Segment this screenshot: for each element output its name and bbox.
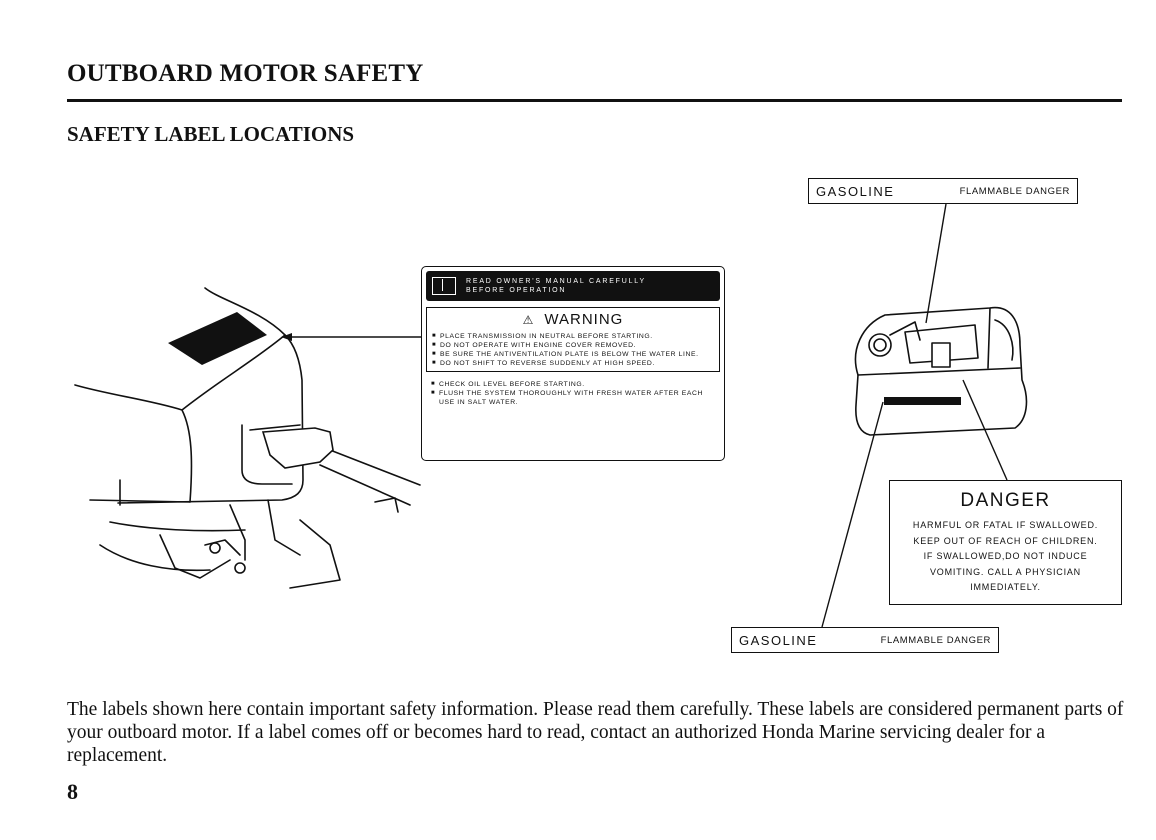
- warning-label-top-line: READ OWNER'S MANUAL CAREFULLY: [466, 278, 646, 285]
- section-title: SAFETY LABEL LOCATIONS: [67, 122, 355, 146]
- warning-label-item: BE SURE THE ANTIVENTILATION PLATE IS BEL…: [432, 350, 714, 359]
- danger-label-line: KEEP OUT OF REACH OF CHILDREN.: [913, 535, 1098, 546]
- page-number: 8: [67, 779, 78, 804]
- warning-label-item: PLACE TRANSMISSION IN NEUTRAL BEFORE STA…: [432, 332, 714, 341]
- page-title: OUTBOARD MOTOR SAFETY: [67, 60, 424, 87]
- warning-label-extra-item: CHECK OIL LEVEL BEFORE STARTING.: [431, 380, 715, 389]
- title-divider: [67, 99, 1122, 102]
- danger-label-line: HARMFUL OR FATAL IF SWALLOWED.: [912, 520, 1099, 530]
- danger-label-line: VOMITING. CALL A PHYSICIAN: [929, 566, 1081, 577]
- warning-triangle-icon: ⚠: [522, 313, 535, 327]
- gasoline-label-marker: [884, 397, 961, 405]
- gasoline-label-top: GASOLINE FLAMMABLE DANGER: [808, 178, 1078, 204]
- gasoline-label-title: GASOLINE: [739, 632, 818, 648]
- warning-label-item: DO NOT SHIFT TO REVERSE SUDDENLY AT HIGH…: [432, 359, 714, 368]
- owners-manual-icon: [432, 277, 456, 295]
- gasoline-label-bottom: GASOLINE FLAMMABLE DANGER: [731, 627, 999, 653]
- tiller-grip: [261, 427, 334, 469]
- gasoline-label-title: GASOLINE: [816, 183, 895, 199]
- danger-label-line: IF SWALLOWED,DO NOT INDUCE: [923, 551, 1088, 561]
- warning-label-heading: ⚠ WARNING: [432, 311, 714, 328]
- danger-label-heading: DANGER: [960, 490, 1051, 511]
- warning-label-location-marker: [168, 312, 267, 365]
- outboard-motor-drawing: [74, 287, 421, 589]
- pointer-arrowhead: [281, 333, 292, 341]
- body-paragraph: The labels shown here contain important …: [67, 699, 1124, 766]
- warning-label-heading-text: WARNING: [544, 311, 624, 328]
- fuel-tank-drawing: [854, 306, 1028, 436]
- warning-label-extra-item: FLUSH THE SYSTEM THOROUGHLY WITH FRESH W…: [431, 389, 715, 407]
- warning-label-box: ⚠ WARNING PLACE TRANSMISSION IN NEUTRAL B…: [426, 307, 720, 372]
- gasoline-label-subtitle: FLAMMABLE DANGER: [880, 634, 991, 646]
- warning-label-item: DO NOT OPERATE WITH ENGINE COVER REMOVED…: [432, 341, 714, 350]
- warning-label-top-line: BEFORE OPERATION: [466, 287, 567, 294]
- danger-label-line: IMMEDIATELY.: [970, 582, 1041, 592]
- tank-label-leaders: [821, 203, 1008, 628]
- gasoline-label-subtitle: FLAMMABLE DANGER: [959, 185, 1070, 197]
- warning-label-header: READ OWNER'S MANUAL CAREFULLY BEFORE OPE…: [426, 271, 720, 301]
- danger-label: DANGER HARMFUL OR FATAL IF SWALLOWED. KE…: [889, 480, 1122, 605]
- warning-label: READ OWNER'S MANUAL CAREFULLY BEFORE OPE…: [421, 266, 725, 461]
